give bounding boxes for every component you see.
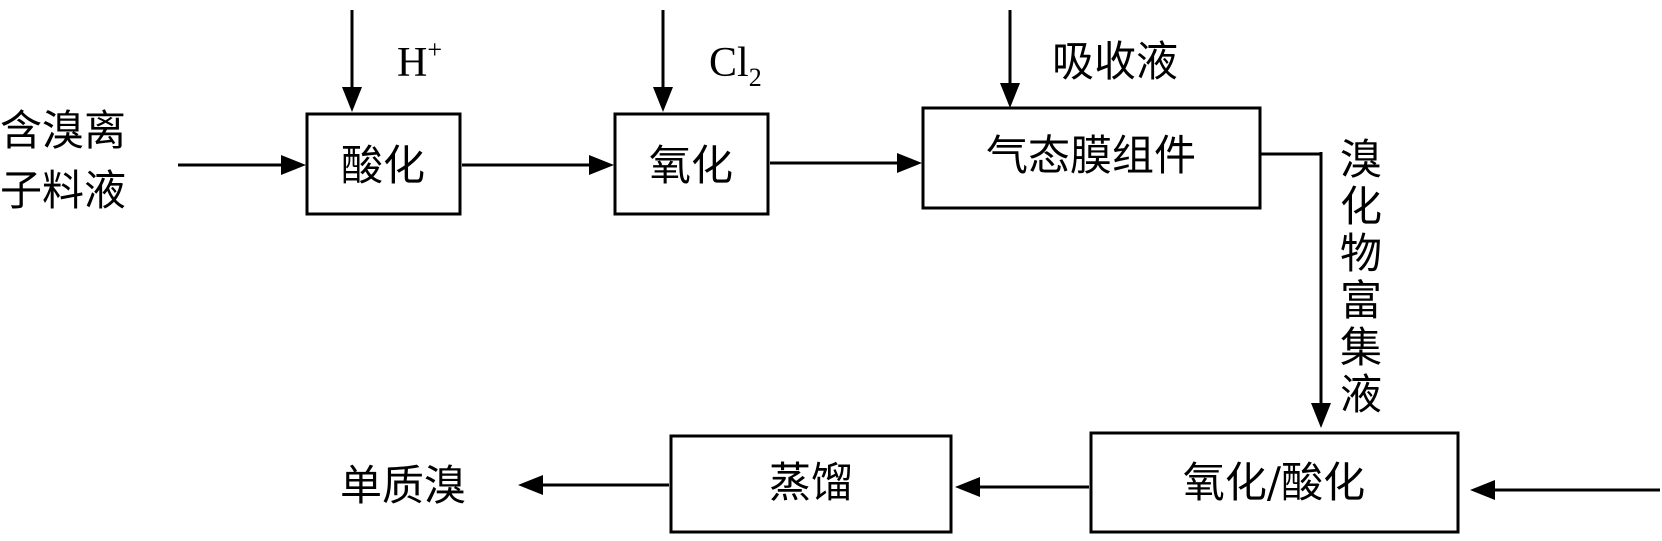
acid-symbol: H (397, 40, 427, 86)
arrow-acid-input (342, 10, 362, 112)
arrow-acidification-to-oxidation (462, 155, 614, 175)
oxidation-acidification-label: 氧化/酸化 (1183, 458, 1365, 507)
arrow-membrane-to-oxidation-acidification (1260, 152, 1331, 428)
arrow-chlorine-input (653, 10, 673, 112)
arrow-absorbent-input (1000, 10, 1020, 108)
arrow-right-input (1470, 480, 1660, 500)
enriched-char-1: 溴 (1340, 135, 1382, 184)
arrow-oxidation-acidification-to-distillation (955, 477, 1089, 497)
enriched-liquid-label: 溴 化 物 富 集 液 (1340, 135, 1382, 419)
feed-label-line-2: 子料液 (0, 166, 126, 215)
enriched-char-4: 富 (1340, 276, 1382, 325)
membrane-module-label: 气态膜组件 (986, 131, 1196, 180)
arrow-feed-to-acidification (178, 155, 306, 175)
distillation-box (669, 434, 953, 534)
arrow-oxidation-to-membrane (770, 153, 922, 173)
arrow-distillation-to-product (518, 475, 669, 495)
chlorine-symbol: Cl (709, 40, 749, 86)
absorbent-label: 吸收液 (1052, 37, 1178, 86)
enriched-char-3: 物 (1340, 229, 1382, 278)
enriched-char-2: 化 (1340, 182, 1382, 231)
chlorine-reagent-label: Cl2 (709, 40, 762, 92)
enriched-char-6: 液 (1340, 370, 1382, 419)
enriched-char-5: 集 (1340, 323, 1382, 372)
chlorine-subscript: 2 (749, 63, 762, 92)
acid-charge: + (427, 35, 442, 64)
acidification-box (305, 112, 462, 216)
acid-reagent-label: H+ (397, 35, 442, 86)
distillation-label: 蒸馏 (769, 458, 853, 507)
oxidation-acidification-box (1089, 431, 1460, 534)
oxidation-label: 氧化 (649, 141, 733, 190)
membrane-module-box (921, 106, 1262, 210)
oxidation-box (613, 112, 770, 216)
feed-label-line-1: 含溴离 (0, 106, 126, 155)
product-label: 单质溴 (340, 461, 466, 510)
acidification-label: 酸化 (341, 141, 425, 190)
